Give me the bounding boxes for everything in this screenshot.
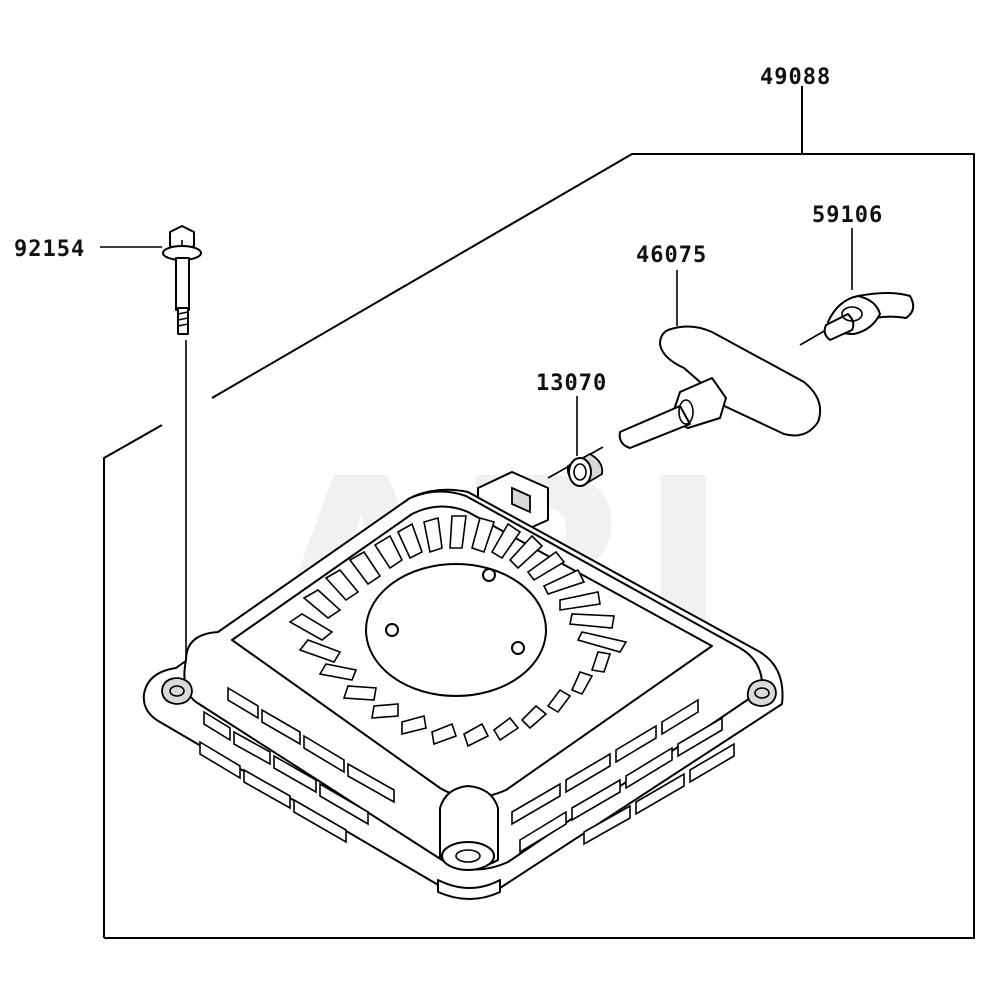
part-label-46075[interactable]: 46075 xyxy=(636,243,707,268)
part-label-13070[interactable]: 13070 xyxy=(536,371,607,396)
rope-stopper[interactable] xyxy=(823,292,915,341)
cooling-fins xyxy=(288,515,628,748)
side-vents-left xyxy=(199,686,395,844)
center-hub xyxy=(365,563,547,697)
part-label-59106[interactable]: 59106 xyxy=(812,203,883,228)
flange-bolt[interactable] xyxy=(162,225,202,335)
side-vents-right xyxy=(511,698,735,854)
part-label-49088[interactable]: 49088 xyxy=(760,65,831,90)
part-label-92154[interactable]: 92154 xyxy=(14,237,85,262)
rope-guide[interactable] xyxy=(566,452,604,487)
starter-housing[interactable] xyxy=(142,471,784,900)
starter-handle[interactable] xyxy=(618,325,822,449)
assembly-frame xyxy=(103,86,975,939)
